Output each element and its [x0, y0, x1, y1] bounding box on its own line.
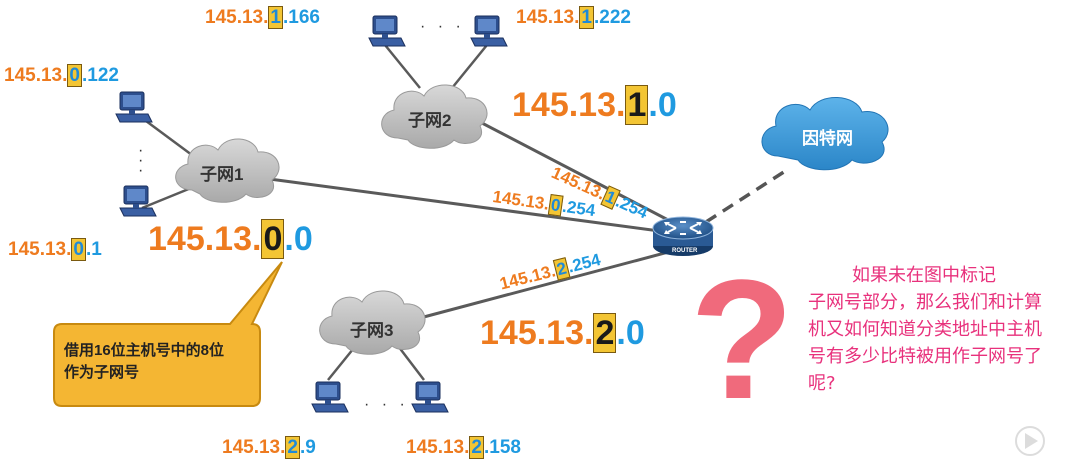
- cloud-subnet3: [319, 290, 426, 355]
- host-address-166: 145.13.1.166: [205, 6, 320, 29]
- question-line1: 如果未在图中标记: [852, 265, 996, 286]
- host-address-158: 145.13.2.158: [406, 436, 521, 459]
- host-address-222: 145.13.1.222: [516, 6, 631, 29]
- ellipsis-subnet1-c: ·: [138, 162, 148, 179]
- link-subnet2-router: [479, 120, 673, 224]
- callout-bubble: [53, 261, 283, 407]
- subnet1-address: 145.13.1.0: [512, 85, 677, 125]
- link-pc-222: [451, 44, 488, 89]
- host-address-1: 145.13.0.1: [8, 238, 102, 261]
- callout-text: 借用16位主机号中的8位作为子网号: [64, 342, 225, 381]
- computer-icon-166: [368, 15, 406, 47]
- question-text: 如果未在图中标记 子网号部分，那么我们和计算机又如何知道分类地址中主机号有多少比…: [808, 262, 1058, 397]
- link-subnet3-router: [419, 248, 677, 320]
- ellipsis-subnet3: · · ·: [364, 396, 409, 413]
- subnet1-label: 子网1: [200, 165, 244, 184]
- play-watermark-icon: [1015, 426, 1045, 456]
- router-label: ROUTER: [672, 248, 698, 254]
- computer-icon-9: [311, 381, 349, 413]
- subnet2-address: 145.13.2.0: [480, 313, 645, 353]
- computer-icon-1: [119, 185, 157, 217]
- router-icon: [652, 216, 714, 256]
- link-router-internet: [705, 166, 791, 224]
- link-pc-122: [141, 116, 197, 160]
- host-address-9: 145.13.2.9: [222, 436, 316, 459]
- link-subnet1-router: [261, 176, 683, 236]
- computer-icon-222: [470, 15, 508, 47]
- internet-label: 因特网: [802, 129, 853, 148]
- ellipsis-subnet1-b: ·: [138, 152, 148, 169]
- ellipsis-subnet2: · · ·: [420, 18, 465, 35]
- cloud-subnet1: [175, 138, 280, 203]
- subnet0-address: 145.13.0.0: [148, 219, 313, 259]
- cloud-internet: [761, 97, 889, 171]
- link-pc-166: [384, 44, 421, 89]
- computer-icon-122: [115, 91, 153, 123]
- ellipsis-subnet1-a: ·: [138, 142, 148, 159]
- subnet3-label: 子网3: [350, 321, 394, 340]
- question-rest: 子网号部分，那么我们和计算机又如何知道分类地址中主机号有多少比特被用作子网号了呢…: [808, 292, 1042, 394]
- subnet2-label: 子网2: [408, 111, 452, 130]
- host-address-122: 145.13.0.122: [4, 64, 119, 87]
- computer-icon-158: [411, 381, 449, 413]
- cloud-subnet2: [381, 84, 488, 149]
- question-mark: ?: [690, 245, 794, 435]
